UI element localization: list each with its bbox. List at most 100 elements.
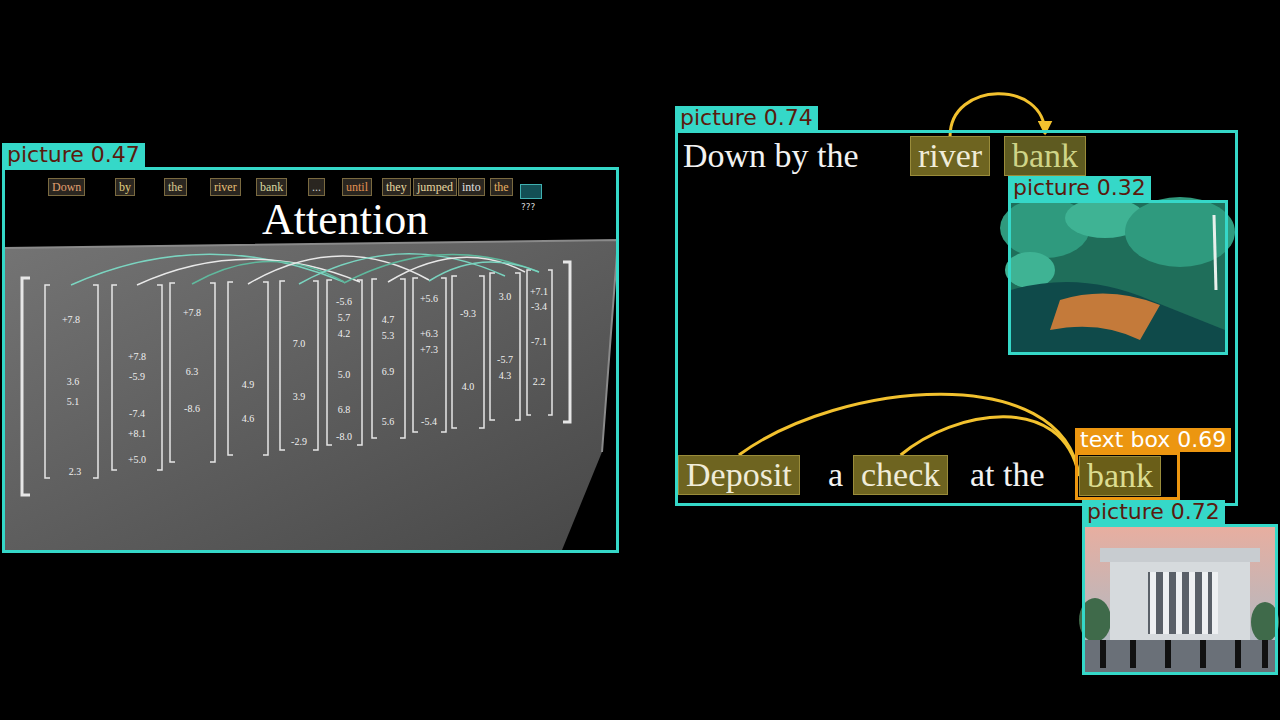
matrix-number: +5.6 [420,293,438,305]
matrix-value: +8.1 [128,423,146,441]
token-box: they [382,178,411,196]
attention-arcs [71,254,539,285]
text-detection-box: text box 0.69bank [1075,452,1180,500]
highlighted-word: bank [1004,136,1086,176]
matrix-value: 6.9 [382,361,395,379]
matrix-value: 4.0 [462,376,475,394]
matrix-value: -5.9 [129,366,145,384]
token-box: the [490,178,513,196]
matrix-number: -5.4 [421,416,437,428]
matrix-number: -5.9 [129,371,145,383]
matrix-number: 4.6 [242,413,255,425]
matrix-value: 4.7 [382,309,395,327]
matrix-value: 4.6 [242,408,255,426]
token-text: bank [260,180,283,194]
matrix-value: +7.3 [420,339,438,357]
matrix-number: -2.9 [291,436,307,448]
matrix-number: +7.3 [420,344,438,356]
token-box: ... [308,178,325,196]
matrix-value: 3.0 [499,286,512,304]
matrix-number: +6.3 [420,328,438,340]
matrix-value: 2.2 [533,371,546,389]
query-mark: ??? [521,202,541,213]
matrix-value: -8.6 [184,398,200,416]
sentence-text: a [828,456,843,494]
matrix-number: 6.9 [382,366,395,378]
matrix-number: -5.6 [336,296,352,308]
river-photo [1000,197,1235,352]
detection-label: picture 0.32 [1008,176,1151,200]
token-box: jumped [413,178,457,196]
matrix-value: 5.7 [338,307,351,325]
token-text: into [462,180,481,194]
word-text: check [861,456,940,493]
matrix-number: -5.7 [497,354,513,366]
matrix-number: -8.0 [336,431,352,443]
matrix-number: 6.8 [338,404,351,416]
matrix-brackets [22,262,570,495]
matrix-value: -7.1 [531,331,547,349]
matrix-value: 5.6 [382,411,395,429]
matrix-value: 2.3 [69,461,82,479]
token-text: ... [312,180,321,194]
token-box: into [458,178,485,196]
matrix-value: -5.7 [497,349,513,367]
matrix-number: -3.4 [531,301,547,313]
detection-box: picture 0.74riverbankpicture 0.32Deposit… [675,130,1238,506]
matrix-value: -9.3 [460,303,476,321]
matrix-number: 4.3 [499,370,512,382]
token-box: river [210,178,241,196]
matrix-number: 2.3 [69,466,82,478]
sentence-words: at the [970,456,1045,494]
detection-box: picture 0.32 [1008,200,1228,355]
matrix-value: -7.4 [129,403,145,421]
query-token-box: ??? [520,184,542,199]
sentence-words: Down by the [683,137,859,175]
sentence-words: a [828,456,843,494]
matrix-value: +7.8 [128,346,146,364]
token-text: the [494,180,509,194]
matrix-value: 3.6 [67,371,80,389]
matrix-number: 4.0 [462,381,475,393]
matrix-value: 4.2 [338,323,351,341]
detection-label: picture 0.74 [675,106,818,130]
matrix-value: -3.4 [531,296,547,314]
matrix-value: 6.8 [338,399,351,417]
matrix-value: -5.4 [421,411,437,429]
matrix-number: -8.6 [184,403,200,415]
word-text: bank [1087,457,1153,494]
token-box: until [342,178,372,196]
token-text: jumped [417,180,453,194]
matrix-value: +5.6 [420,288,438,306]
matrix-number: -7.4 [129,408,145,420]
matrix-value: 3.9 [293,386,306,404]
matrix-number: +5.0 [128,454,146,466]
matrix-number: 4.7 [382,314,395,326]
matrix-number: +7.8 [62,314,80,326]
highlighted-word: Deposit [678,455,800,495]
matrix-value: 5.1 [67,391,80,409]
matrix-number: 2.2 [533,376,546,388]
detection-box: picture 0.72 [1082,524,1278,675]
matrix-value: 5.3 [382,325,395,343]
detection-box: picture 0.47AttentionDownbytheriverbank.… [2,167,619,553]
matrix-slab [5,240,618,550]
matrix-number: +7.1 [530,286,548,298]
matrix-number: 5.0 [338,369,351,381]
matrix-number: -7.1 [531,336,547,348]
highlighted-word: bank [1079,456,1161,496]
matrix-value: 6.3 [186,361,199,379]
highlighted-word: river [910,136,990,176]
matrix-value: +7.8 [183,302,201,320]
token-text: Down [52,180,81,194]
matrix-value: +5.0 [128,449,146,467]
matrix-value: +7.8 [62,309,80,327]
word-text: river [918,137,982,174]
matrix-value: +6.3 [420,323,438,341]
matrix-number: 3.9 [293,391,306,403]
matrix-value: -2.9 [291,431,307,449]
slab-edge [5,240,618,452]
token-box: bank [256,178,287,196]
